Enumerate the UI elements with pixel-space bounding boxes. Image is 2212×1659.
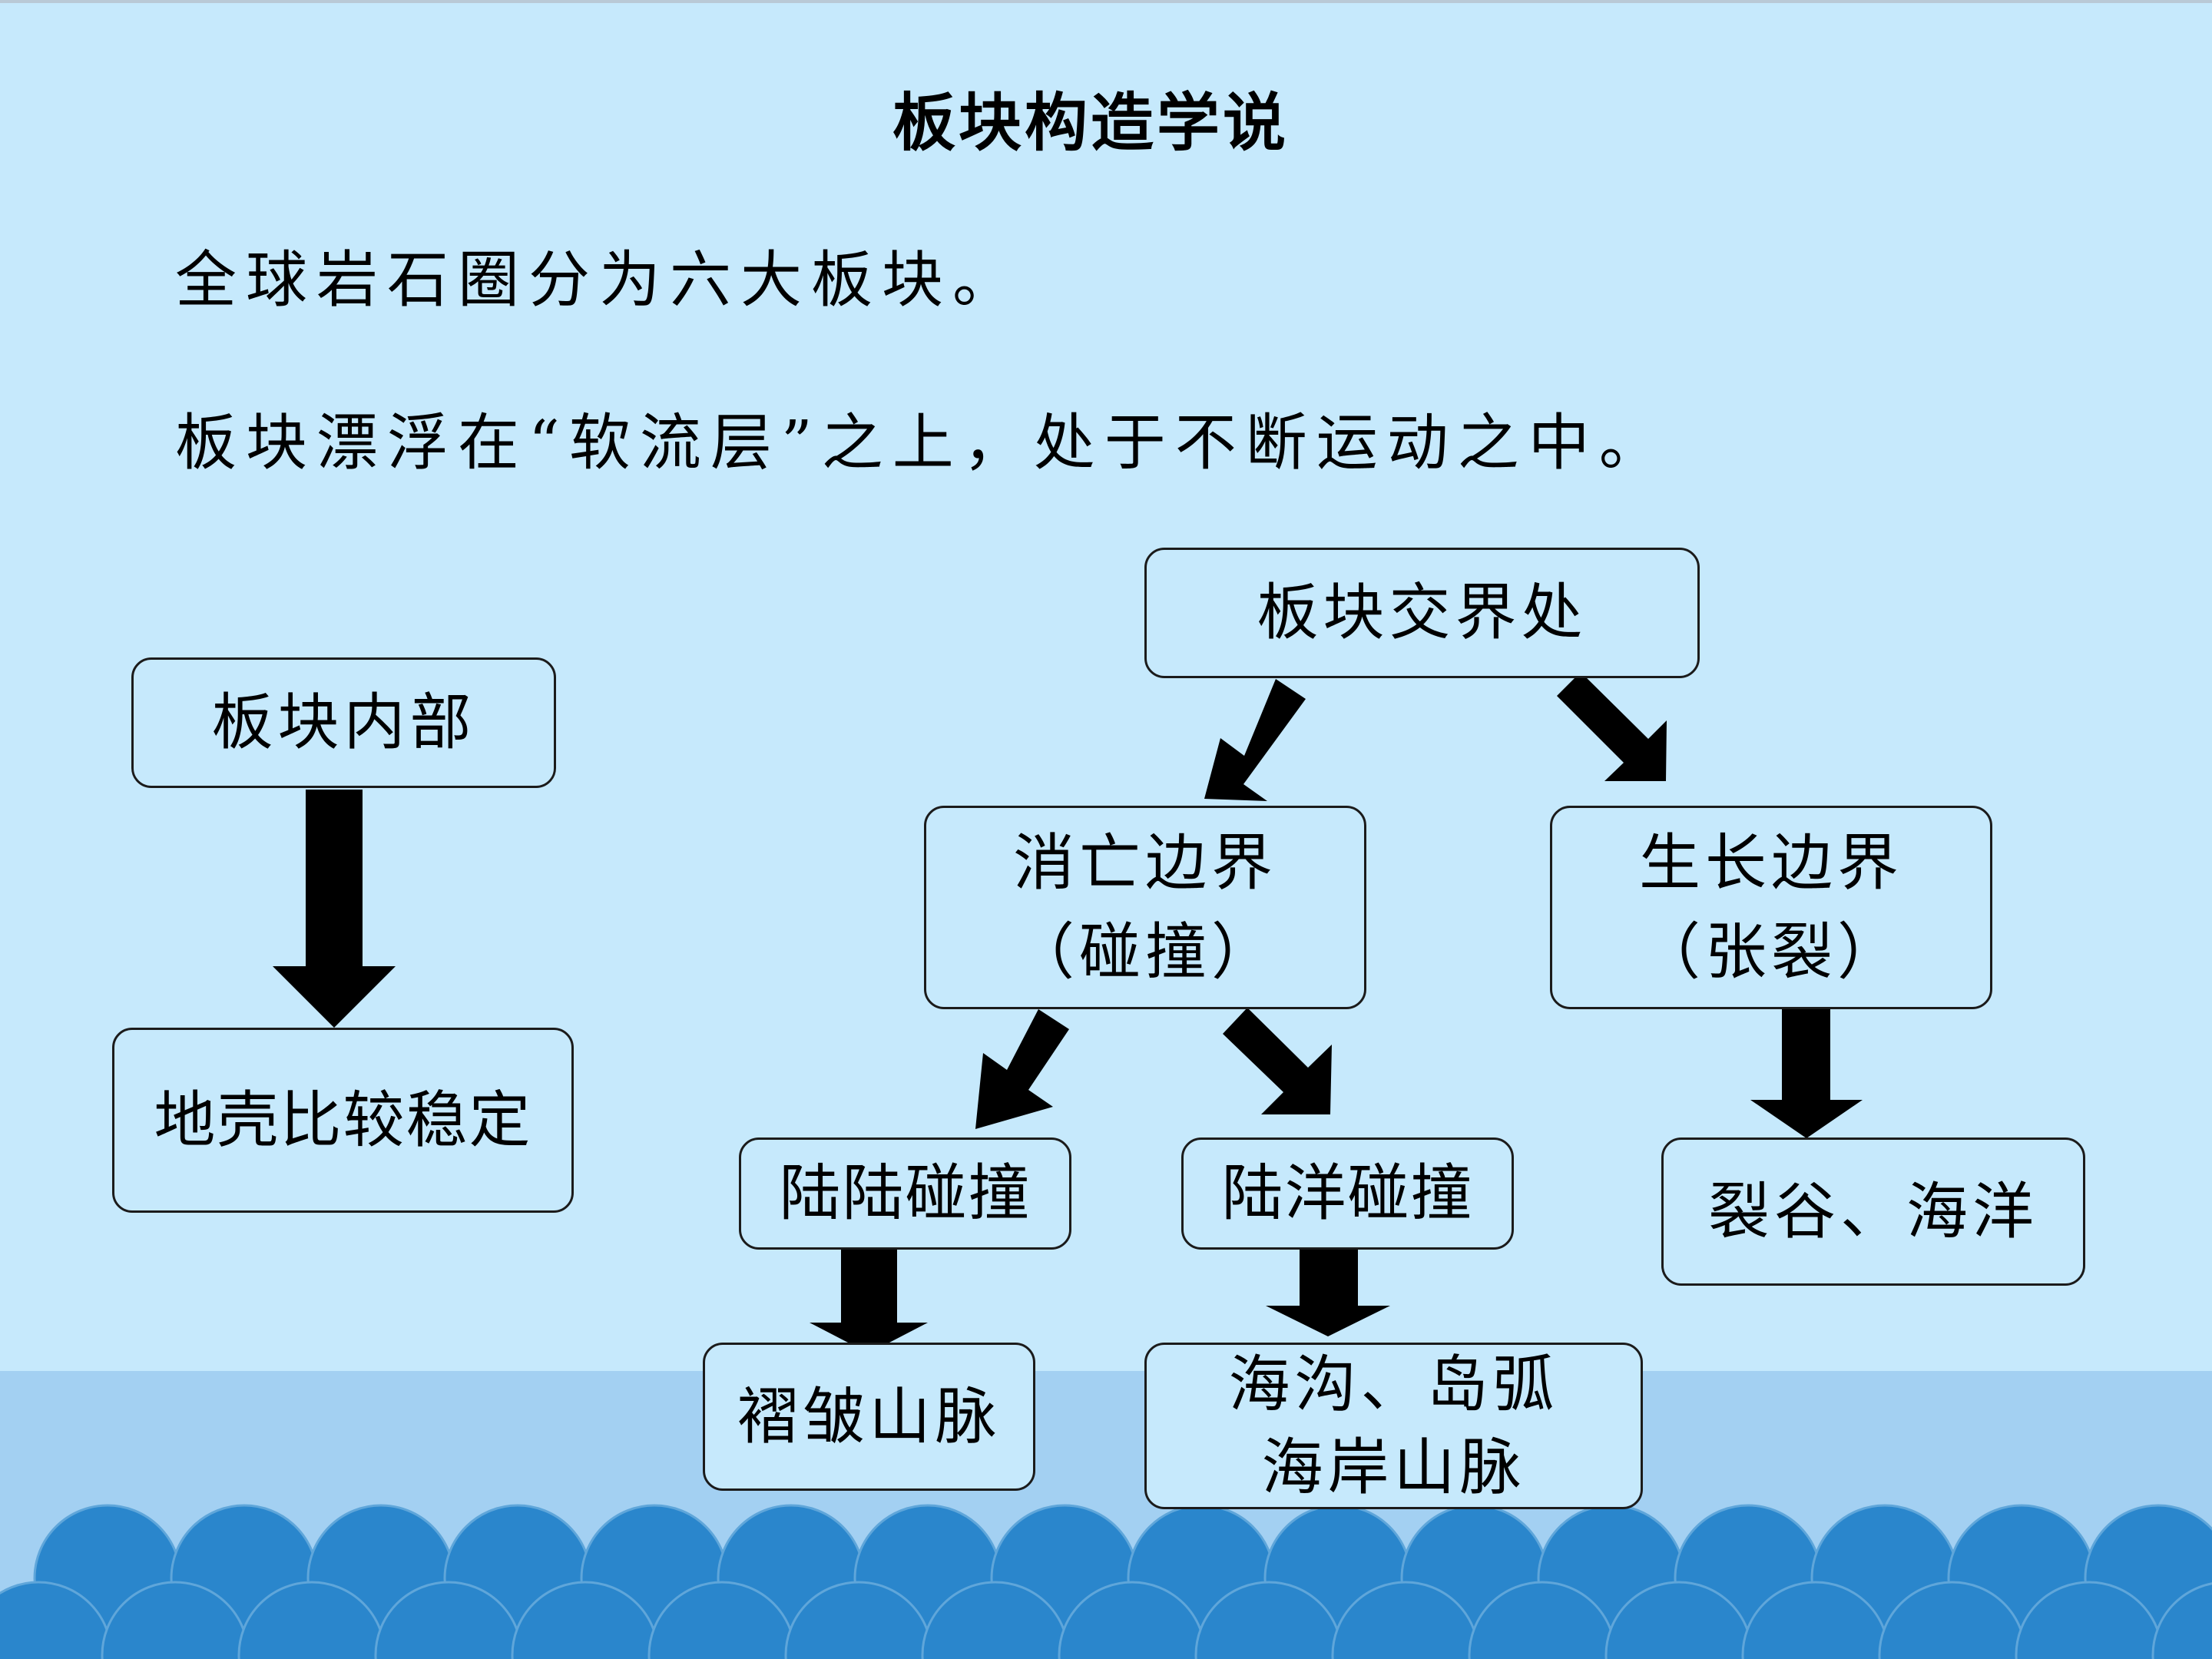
box-continent-continent-label: 陆陆碰撞 bbox=[779, 1157, 1031, 1229]
statement-asthenosphere: 板块漂浮在“软流层”之上，处于不断运动之中。 bbox=[175, 407, 1670, 478]
box-constructive-boundary: 生长边界 （张裂） bbox=[1550, 806, 1992, 1009]
box-trench-arc-line2: 海岸山脉 bbox=[1261, 1431, 1526, 1503]
arrow-boundary-to-constructive bbox=[1557, 672, 1667, 781]
box-plate-interior: 板块内部 bbox=[131, 657, 556, 788]
arrow-destructive-to-cc bbox=[975, 1009, 1069, 1129]
box-continent-ocean-label: 陆洋碰撞 bbox=[1221, 1157, 1474, 1229]
top-border bbox=[0, 0, 2212, 3]
box-crust-stable-label: 地壳比较稳定 bbox=[154, 1084, 532, 1156]
box-constructive-line2: （张裂） bbox=[1639, 916, 1903, 988]
arrow-co-to-trench bbox=[1266, 1250, 1390, 1336]
box-trench-arc: 海沟、岛弧 海岸山脉 bbox=[1144, 1343, 1643, 1509]
box-destructive-boundary: 消亡边界 （碰撞） bbox=[924, 806, 1366, 1009]
box-continent-continent: 陆陆碰撞 bbox=[739, 1137, 1071, 1250]
wave-row-front bbox=[0, 1581, 2212, 1659]
box-fold-mountains: 褶皱山脉 bbox=[703, 1343, 1035, 1491]
wave-scallop bbox=[2151, 1582, 2212, 1659]
box-constructive-line1: 生长边界 bbox=[1639, 826, 1903, 899]
box-plate-interior-label: 板块内部 bbox=[211, 687, 476, 758]
arrow-interior-to-stable bbox=[273, 790, 396, 1028]
arrow-constructive-to-rift bbox=[1750, 1008, 1863, 1138]
box-destructive-line1: 消亡边界 bbox=[1013, 826, 1277, 899]
statement-six-plates: 全球岩石圈分为六大板块。 bbox=[175, 244, 1023, 316]
box-rift-ocean: 裂谷、海洋 bbox=[1661, 1137, 2085, 1286]
box-crust-stable: 地壳比较稳定 bbox=[112, 1028, 574, 1213]
slide-title: 板块构造学说 bbox=[892, 86, 1289, 160]
arrow-cc-to-fold bbox=[810, 1250, 928, 1353]
box-fold-mountains-label: 褶皱山脉 bbox=[737, 1380, 1002, 1452]
box-trench-arc-line1: 海沟、岛弧 bbox=[1228, 1348, 1559, 1420]
box-destructive-line2: （碰撞） bbox=[1013, 916, 1277, 988]
arrow-destructive-to-co bbox=[1223, 1008, 1332, 1114]
arrow-boundary-to-destructive bbox=[1204, 679, 1306, 801]
box-plate-boundary-label: 板块交界处 bbox=[1257, 577, 1588, 648]
box-plate-boundary: 板块交界处 bbox=[1144, 548, 1700, 678]
box-continent-ocean: 陆洋碰撞 bbox=[1181, 1137, 1514, 1250]
box-rift-ocean-label: 裂谷、海洋 bbox=[1708, 1175, 2038, 1247]
